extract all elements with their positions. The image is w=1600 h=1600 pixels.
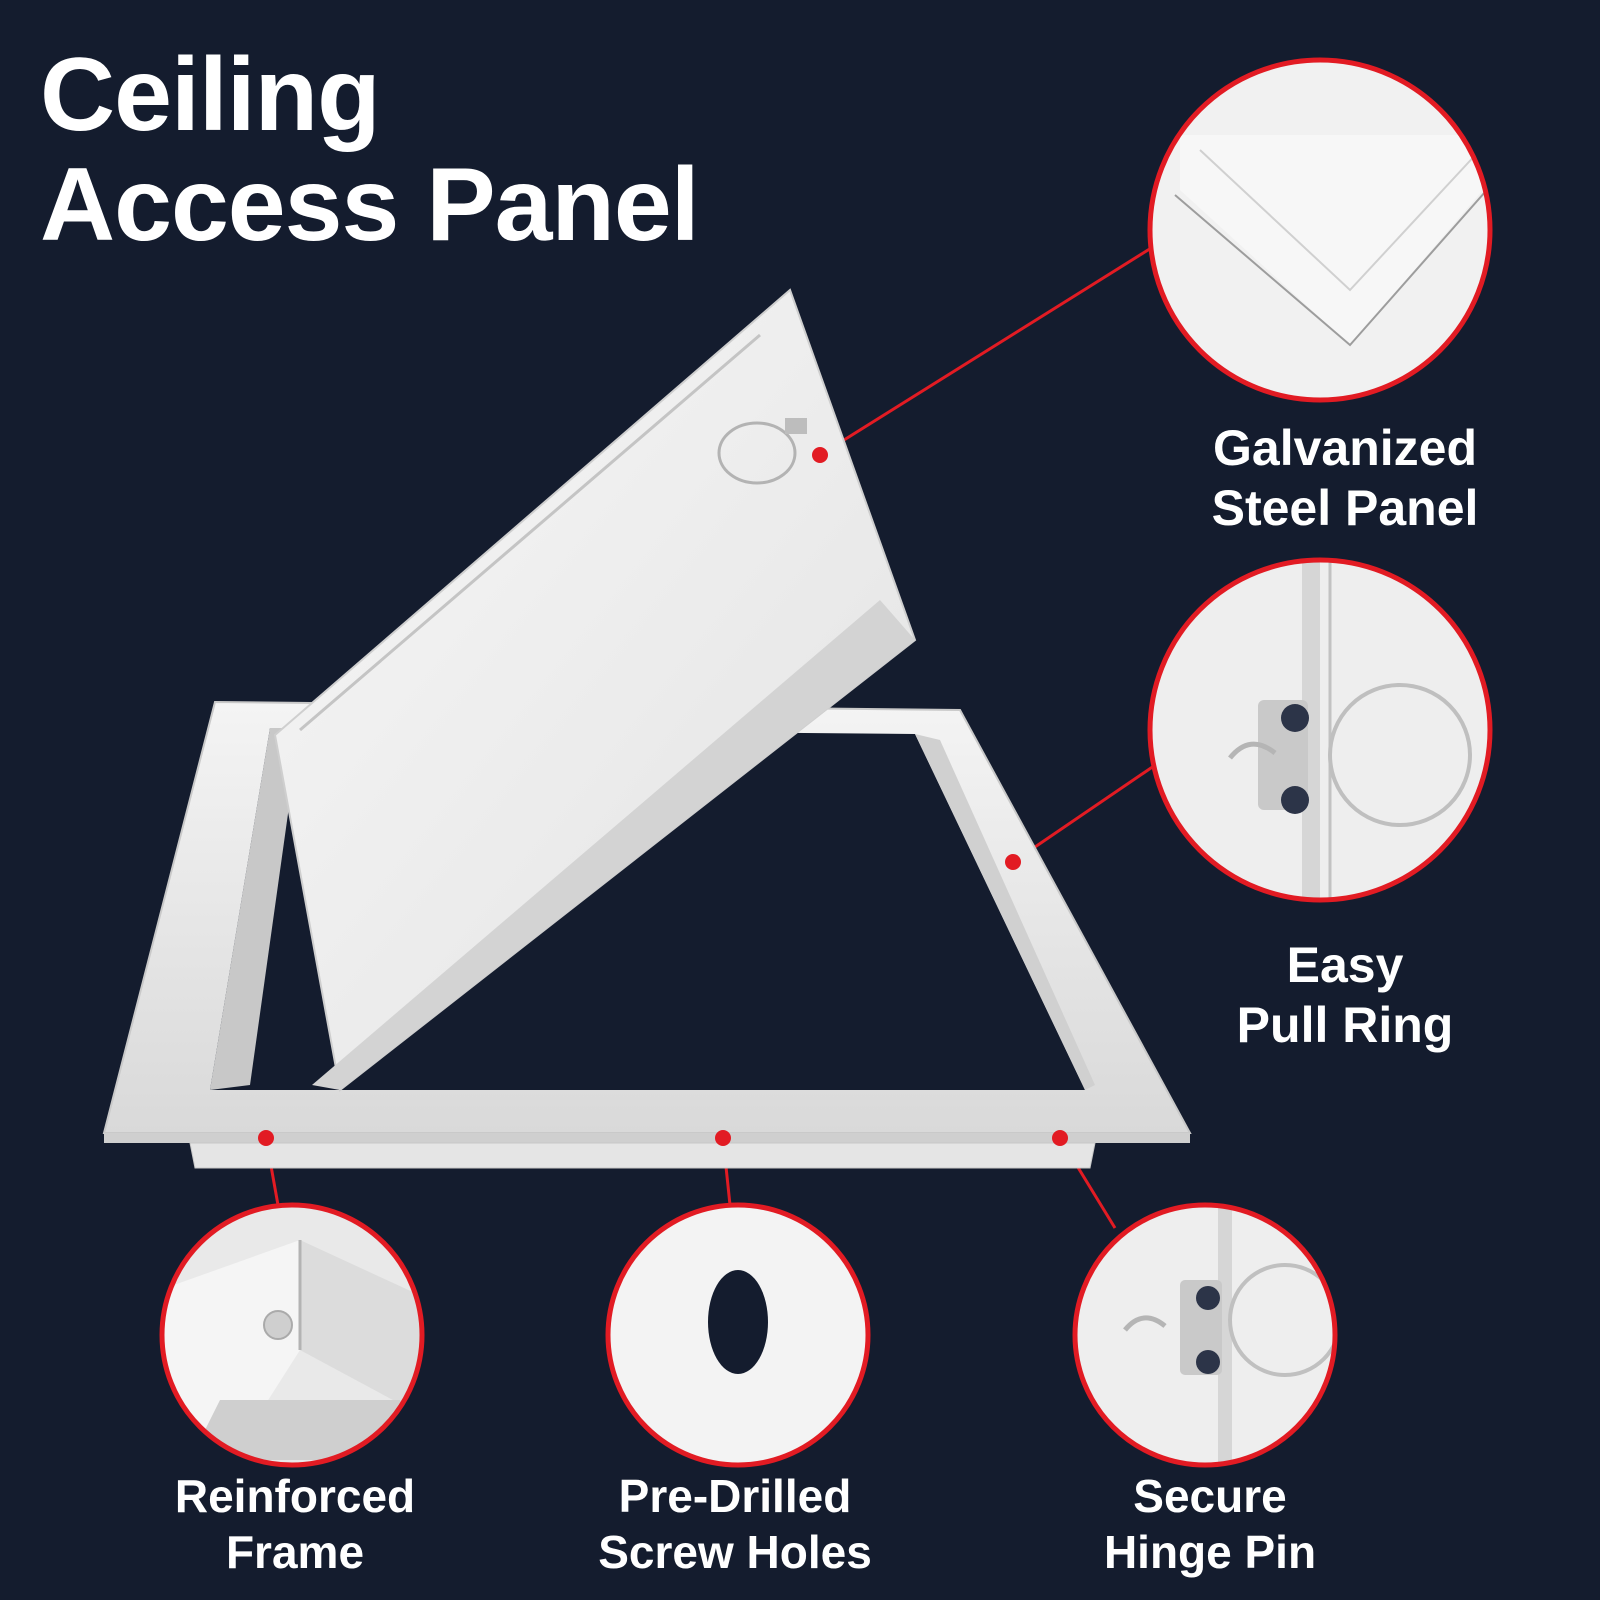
callout-easy-pull-ring: Easy Pull Ring <box>1150 935 1540 1055</box>
callout-holes-line-1: Pre-Drilled <box>618 1470 852 1522</box>
callout-pre-drilled-screw-holes: Pre-Drilled Screw Holes <box>545 1468 925 1580</box>
callout-frame-line-2: Frame <box>225 1526 365 1578</box>
callout-hinge-line-1: Secure <box>1133 1470 1287 1522</box>
callout-ring-line-2: Pull Ring <box>1236 997 1454 1053</box>
frame-wall-left <box>210 728 300 1090</box>
zoom-hinge-pin <box>1072 1202 1338 1468</box>
callout-frame-line-1: Reinforced <box>174 1470 416 1522</box>
zoom-galvanized-panel <box>1147 57 1493 403</box>
callout-reinforced-frame: Reinforced Frame <box>120 1468 470 1580</box>
title-line-1: Ceiling <box>40 37 381 153</box>
frame-wall-right <box>915 734 1095 1090</box>
callout-dots <box>258 447 1068 1146</box>
title-line-2: Access Panel <box>40 147 700 263</box>
callout-secure-hinge-pin: Secure Hinge Pin <box>1040 1468 1380 1580</box>
zoom-reinforced-frame <box>159 1202 425 1468</box>
callout-galvanized-line-1: Galvanized <box>1213 420 1477 476</box>
frame-under-edge <box>189 1142 1096 1169</box>
zoom-pull-ring <box>1147 557 1493 903</box>
callout-hinge-line-2: Hinge Pin <box>1103 1526 1317 1578</box>
callout-holes-line-2: Screw Holes <box>598 1526 872 1578</box>
callout-galvanized-steel-panel: Galvanized Steel Panel <box>1150 418 1540 538</box>
callout-ring-line-1: Easy <box>1286 937 1404 993</box>
zoom-screw-holes <box>605 1202 871 1468</box>
pull-ring <box>717 421 797 485</box>
callout-galvanized-line-2: Steel Panel <box>1211 480 1479 536</box>
screw-hole <box>708 1270 768 1374</box>
page-title: Ceiling Access Panel <box>40 37 700 263</box>
door-edge <box>312 600 915 1090</box>
frame-bottom-lip <box>104 1133 1190 1143</box>
